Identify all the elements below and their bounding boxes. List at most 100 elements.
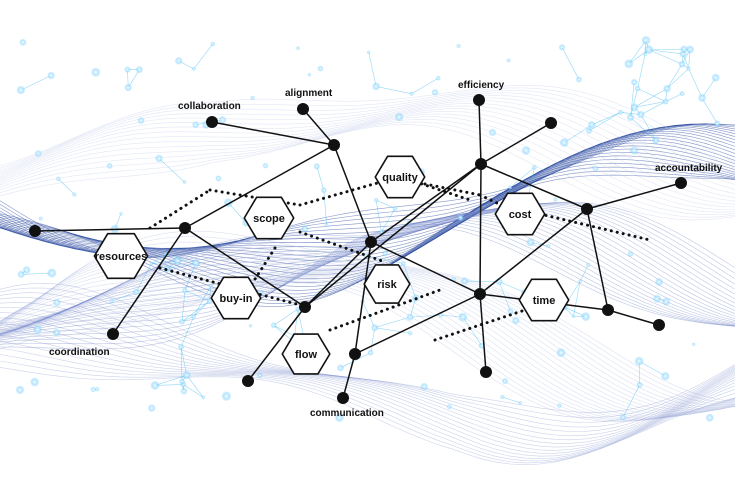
wave-line (0, 124, 735, 221)
glow-link (666, 64, 683, 89)
glow-link (193, 285, 212, 317)
glow-dot (407, 330, 413, 336)
wave-line (0, 367, 735, 466)
glow-link (376, 199, 396, 209)
glow-link (180, 316, 195, 348)
hexagon-cost: cost (494, 192, 546, 236)
glow-dot (531, 164, 538, 171)
glow-dot (307, 72, 312, 77)
glow-dot (705, 413, 715, 423)
wave-line (0, 94, 735, 185)
glow-dot (571, 314, 576, 319)
hexagon-shape (363, 264, 411, 304)
dotted-connection (148, 188, 212, 230)
glow-dot (109, 299, 114, 304)
network-node (602, 304, 614, 316)
hexagon-label: buy-in (220, 293, 253, 305)
network-node (653, 319, 665, 331)
glow-dot (406, 313, 415, 322)
glow-dot (518, 400, 523, 406)
glow-link (155, 384, 184, 386)
glow-dot (334, 413, 345, 423)
glow-dot (191, 313, 197, 320)
glow-link (639, 360, 666, 377)
glow-dot (17, 270, 26, 279)
glow-dot (178, 378, 186, 385)
connection-line (478, 99, 482, 165)
glow-dot (118, 211, 123, 216)
glow-link (136, 263, 152, 292)
glow-dot (215, 175, 222, 182)
glow-dot (521, 145, 531, 156)
glow-dot (191, 258, 201, 268)
glow-dot (651, 136, 660, 145)
connection-line (304, 241, 372, 308)
wave-line (0, 116, 735, 213)
connection-line (480, 163, 588, 210)
glow-link (58, 178, 75, 195)
glow-dot (661, 297, 671, 306)
glow-dot (221, 391, 232, 402)
wave-line (0, 97, 735, 190)
glow-link (368, 52, 377, 87)
glow-dot (177, 343, 185, 351)
glow-dot (420, 382, 429, 391)
wave-line (0, 360, 735, 464)
glow-link (634, 101, 666, 108)
network-node (337, 392, 349, 404)
glow-link (111, 291, 137, 302)
hexagon-quality: quality (374, 155, 426, 199)
hexagon-label: cost (509, 209, 532, 221)
connection-line (342, 353, 356, 399)
wave-line (0, 323, 735, 448)
glow-dot (691, 342, 696, 347)
connection-line (370, 241, 481, 295)
glow-dot (149, 261, 154, 266)
glow-dot (431, 88, 439, 96)
dotted-connection (393, 176, 482, 197)
glow-dot (456, 214, 465, 222)
hexagon-label: scope (253, 213, 285, 225)
hexagon-shape (281, 333, 331, 375)
glow-link (370, 327, 376, 353)
glow-dot (456, 43, 462, 49)
glow-dot (580, 311, 591, 322)
glow-dot (46, 268, 57, 278)
wave-line (0, 207, 735, 335)
glow-link (374, 327, 411, 334)
network-node (473, 94, 485, 106)
glow-link (630, 88, 638, 118)
dotted-connection (433, 308, 527, 342)
hexagon-shape (494, 192, 546, 236)
wave-line (0, 225, 735, 350)
glow-dot (686, 66, 691, 71)
connection-line (586, 208, 609, 311)
wave-line (0, 292, 735, 423)
glow-dot (558, 43, 566, 51)
wave-line (0, 121, 735, 218)
wave-line (0, 208, 735, 335)
hexagon-label: resources (95, 251, 148, 263)
glow-dot (55, 176, 61, 182)
glow-dot (654, 277, 664, 287)
glow-link (462, 316, 483, 346)
network-node (107, 328, 119, 340)
network-node (581, 203, 593, 215)
glow-dot (685, 45, 695, 54)
connection-line (586, 182, 682, 210)
connection-line (112, 227, 186, 335)
glow-dot (106, 162, 113, 170)
network-node (545, 117, 557, 129)
glow-link (403, 263, 416, 299)
glow-dot (34, 149, 42, 158)
glow-dot (52, 328, 61, 337)
glow-dot (592, 165, 599, 172)
glow-link (573, 281, 581, 317)
glow-link (193, 300, 210, 317)
glow-dot (618, 109, 624, 115)
connection-line (479, 163, 482, 295)
label-alignment: alignment (285, 88, 333, 99)
glow-dot (124, 83, 133, 92)
